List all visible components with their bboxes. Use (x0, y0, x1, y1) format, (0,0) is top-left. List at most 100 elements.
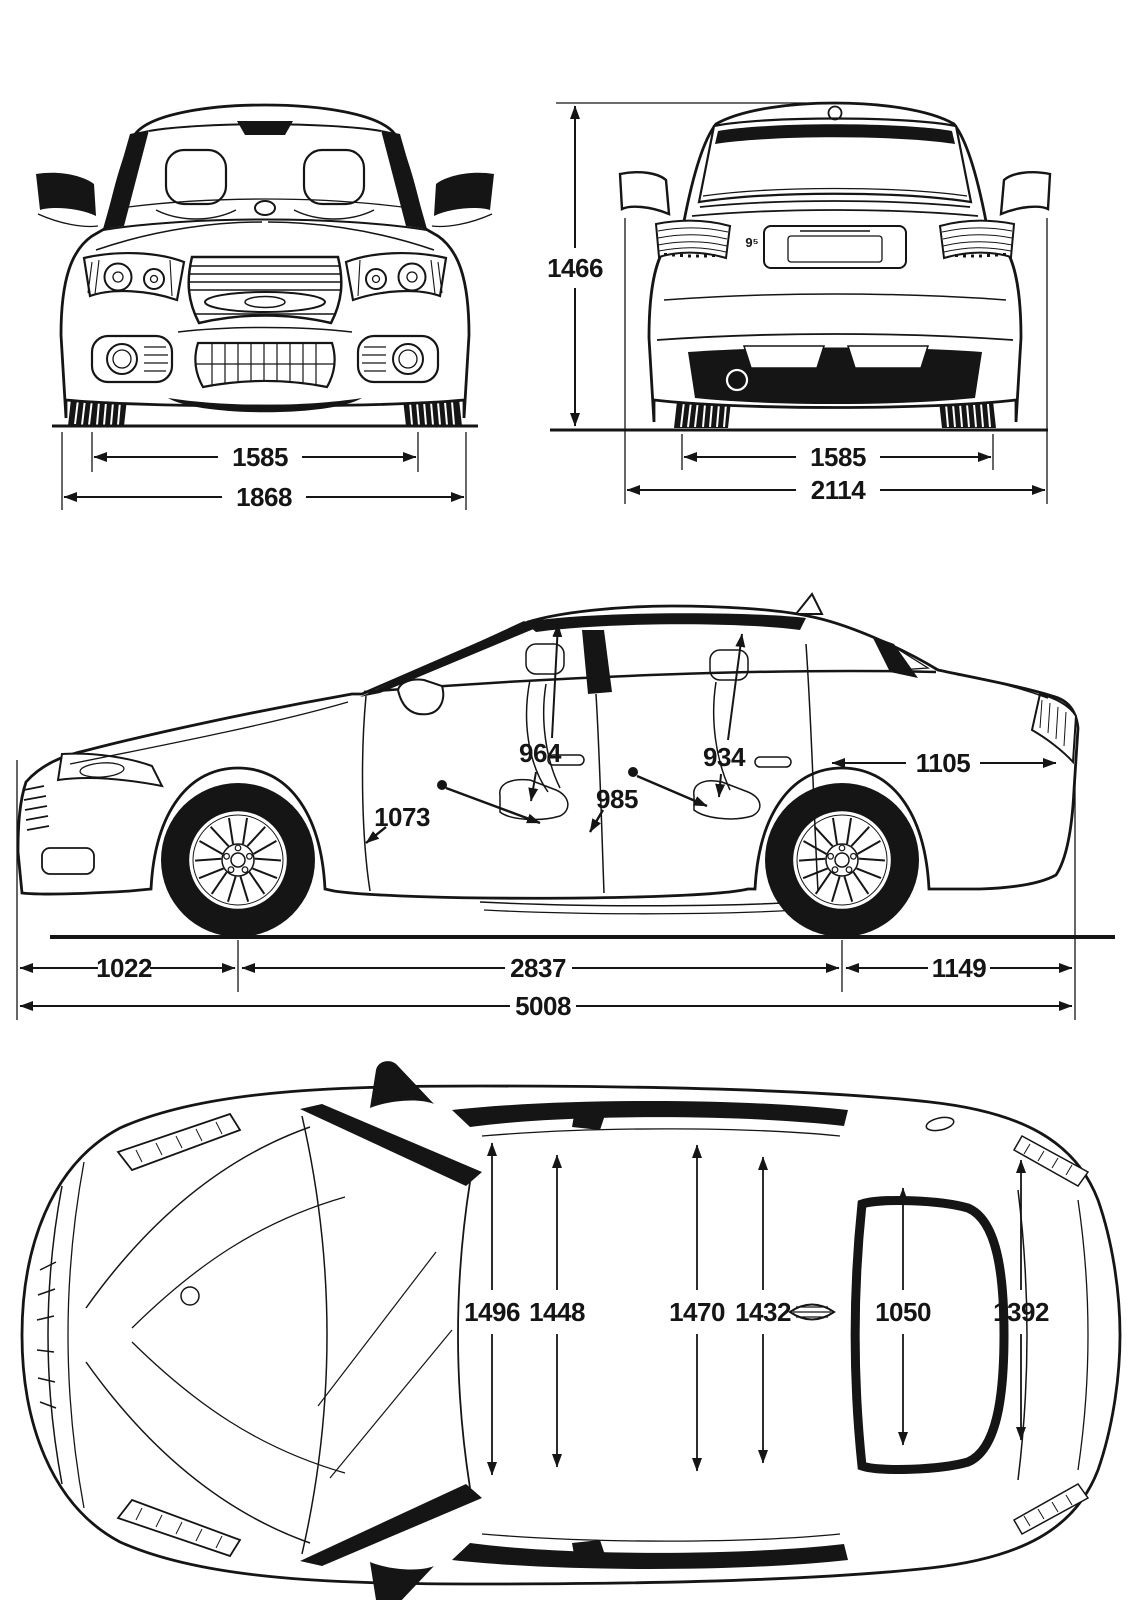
top-b-pillar-upper (572, 1104, 608, 1130)
left-mirror-wing-line (37, 213, 99, 228)
rear-bumper-arc (1077, 1199, 1089, 1471)
dim-rear-headroom: 934 (703, 633, 746, 798)
rear-seat (693, 649, 761, 820)
front-overhang-label: 1022 (96, 953, 152, 983)
bottom-left-headlight (116, 1498, 242, 1558)
rocker-trim-top (479, 901, 801, 907)
model-badge-text: 9⁵ (745, 235, 758, 250)
dim-front-overhang: 1022 (19, 953, 236, 983)
side-c-pillar (872, 636, 918, 678)
rear-window-frame (850, 1196, 1009, 1474)
side-glass-band-lower (452, 1543, 848, 1569)
dim-rear-track: 1585 (681, 434, 994, 472)
front-track-label: 1585 (232, 442, 288, 472)
rear-view: 9⁵ 1466 1585 2114 (547, 101, 1052, 505)
right-a-pillar (381, 130, 427, 229)
license-plate (787, 235, 883, 263)
wiper-right (329, 1329, 453, 1479)
station-label-1496: 1496 (464, 1297, 520, 1327)
dim-station-1392: 1392 (993, 1159, 1049, 1441)
front-door-cut (361, 695, 371, 892)
right-fog-lamp (356, 334, 440, 384)
side-a-pillar (360, 621, 536, 697)
station-label-1470: 1470 (669, 1297, 725, 1327)
rear-legroom-label: 985 (596, 784, 638, 814)
top-a-pillar-upper (300, 1104, 482, 1186)
right-mirror-wing-line (431, 213, 493, 228)
trunk-cut (959, 673, 1049, 699)
b-pillar-door-cut (595, 693, 605, 894)
headlight-lens (79, 762, 125, 778)
left-mirror (36, 172, 96, 216)
top-view: 1496 1448 1470 1432 1050 (20, 1061, 1122, 1600)
bumper-crease-upper (663, 293, 1007, 301)
right-headrest (302, 148, 366, 206)
dim-wheelbase: 2837 (241, 953, 840, 983)
top-body-outline (20, 1084, 1122, 1586)
dim-station-1496: 1496 (464, 1142, 520, 1476)
rear-overhang-label: 1149 (932, 953, 986, 983)
rocker-trim-bottom (483, 909, 797, 915)
top-left-headlight (116, 1112, 242, 1172)
front-headroom-label: 964 (519, 738, 562, 768)
fuel-cap-icon (788, 1303, 836, 1321)
dim-front-legroom: 1073 (365, 780, 541, 844)
beltline (363, 669, 937, 694)
dim-overall-length: 5008 (19, 991, 1073, 1021)
rear-window-inner-line (702, 187, 968, 197)
nose-grille-slats (23, 785, 50, 831)
rear-window-tint-band (715, 124, 955, 144)
rear-badge (827, 105, 843, 121)
rear-wheel (763, 781, 921, 939)
roof-antenna-fin (793, 592, 824, 615)
dim-rear-height: 1466 (547, 102, 818, 427)
left-a-pillar (103, 130, 149, 229)
diffuser-vent-left (742, 345, 826, 369)
front-legroom-label: 1073 (374, 802, 430, 832)
hood-line-left (95, 221, 263, 251)
hood-crease-top (131, 1196, 346, 1329)
top-taillight-lower (1012, 1483, 1090, 1536)
diffuser-shadow (688, 347, 982, 404)
right-seat-shoulder (293, 209, 375, 220)
left-taillight (654, 219, 732, 260)
fuel-cap (925, 1116, 955, 1132)
overall-length-label: 5008 (515, 991, 571, 1021)
front-seat (499, 643, 569, 821)
wiper-notch (237, 121, 293, 135)
hood-line-right (267, 221, 435, 251)
dim-station-1448: 1448 (529, 1154, 585, 1468)
rear-left-mirror (618, 171, 671, 216)
side-view: 964 934 1073 985 1105 (16, 592, 1115, 1021)
left-headlight (82, 252, 186, 302)
roof-rail-band (524, 613, 806, 632)
exhaust-pipe (725, 368, 749, 392)
right-taillight (938, 219, 1016, 260)
station-label-1448: 1448 (529, 1297, 585, 1327)
rear-right-mirror (999, 171, 1052, 216)
trunk-upper-edge (699, 200, 971, 208)
bumper-crease-lower (656, 333, 1014, 341)
hood-cut-top (85, 1126, 311, 1309)
dim-station-1050: 1050 (875, 1187, 931, 1446)
front-bumper-arc-outer (67, 1161, 85, 1509)
top-a-pillar-lower (300, 1484, 482, 1566)
side-glass-band-upper (452, 1101, 848, 1127)
dim-station-1432: 1432 (735, 1156, 836, 1464)
dim-front-track: 1585 (91, 432, 419, 472)
rear-width-mirrors-label: 2114 (811, 475, 866, 505)
front-wheel (159, 781, 317, 939)
dim-station-1470: 1470 (669, 1144, 725, 1472)
station-label-1050: 1050 (875, 1297, 931, 1327)
hood-crease-bottom (131, 1341, 346, 1474)
hood-badge (254, 200, 276, 216)
dim-front-overall-width: 1868 (61, 432, 467, 512)
roof-edge-lower (481, 1533, 841, 1542)
hood-crease (69, 701, 349, 765)
rear-headroom-label: 934 (703, 742, 746, 772)
rear-track-label: 1585 (810, 442, 866, 472)
dim-rear-width-mirrors: 2114 (624, 218, 1048, 505)
right-headlight (344, 252, 448, 302)
